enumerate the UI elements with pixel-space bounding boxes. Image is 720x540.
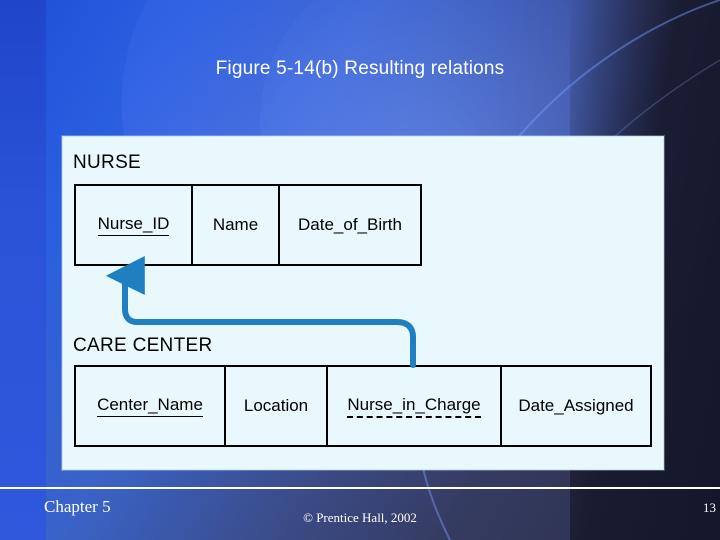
attribute-cell-nurse-id: Nurse_ID <box>76 186 193 264</box>
attribute-label: Nurse_in_Charge <box>347 395 481 418</box>
footer-copyright: © Prentice Hall, 2002 <box>303 510 417 525</box>
figure-panel: NURSE Nurse_ID Name Date_of_Birth CARE C… <box>62 136 664 470</box>
relation-name-care-center: CARE CENTER <box>73 335 213 356</box>
attribute-cell-date-assigned: Date_Assigned <box>502 367 650 445</box>
background-left-strip <box>0 0 46 540</box>
attribute-label: Location <box>243 396 309 415</box>
attribute-cell-name: Name <box>193 186 280 264</box>
footer-chapter: Chapter 5 <box>44 497 111 516</box>
attribute-label: Name <box>212 215 259 234</box>
relation-name-nurse: NURSE <box>73 152 142 173</box>
attribute-label: Date_of_Birth <box>298 215 402 234</box>
attribute-label: Center_Name <box>97 395 203 417</box>
page-title: Figure 5-14(b) Resulting relations <box>215 58 505 79</box>
attribute-cell-location: Location <box>226 367 328 445</box>
attribute-cell-date-of-birth: Date_of_Birth <box>280 186 420 264</box>
attribute-label: Date_Assigned <box>518 396 634 415</box>
attribute-cell-nurse-in-charge: Nurse_in_Charge <box>328 367 502 445</box>
footer-page-number: 13 <box>703 500 716 515</box>
relation-care-center: Center_Name Location Nurse_in_Charge Dat… <box>74 365 652 447</box>
attribute-label: Nurse_ID <box>97 214 170 236</box>
attribute-cell-center-name: Center_Name <box>76 367 226 445</box>
relation-nurse: Nurse_ID Name Date_of_Birth <box>74 184 422 266</box>
footer-divider <box>0 487 720 489</box>
